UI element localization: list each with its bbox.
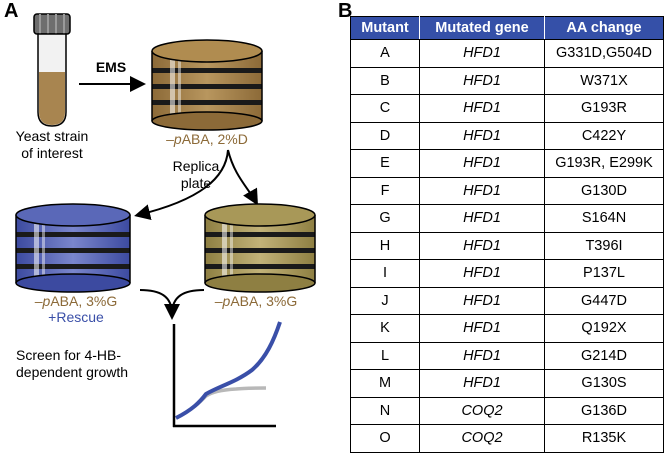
plate2-media-label: –pABA, 3%G bbox=[35, 293, 118, 309]
mutant-cell: L bbox=[350, 341, 420, 370]
gene-cell: HFD1 bbox=[419, 341, 545, 370]
aa-change-cell: G214D bbox=[544, 341, 664, 370]
replica-label-line2: plate bbox=[181, 175, 212, 191]
gene-cell: HFD1 bbox=[419, 286, 545, 315]
test-tube-icon bbox=[33, 13, 71, 127]
aa-change-cell: G331D,G504D bbox=[544, 39, 664, 68]
plate2-rescue-label: +Rescue bbox=[48, 309, 104, 325]
aa-change-cell: S164N bbox=[544, 204, 664, 233]
mutant-cell: B bbox=[350, 66, 420, 95]
gene-cell: HFD1 bbox=[419, 176, 545, 205]
aa-change-cell: Q192X bbox=[544, 314, 664, 343]
mutant-cell: A bbox=[350, 39, 420, 68]
replica-arrow-left bbox=[134, 149, 229, 220]
aa-change-cell: C422Y bbox=[544, 121, 664, 150]
mutant-cell: N bbox=[350, 396, 420, 425]
aa-change-cell: W371X bbox=[544, 66, 664, 95]
mutant-cell: M bbox=[350, 369, 420, 398]
gene-cell: HFD1 bbox=[419, 66, 545, 95]
mutant-cell: J bbox=[350, 286, 420, 315]
mutant-cell: F bbox=[350, 176, 420, 205]
screen-label-line2: dependent growth bbox=[16, 364, 128, 380]
mutant-cell: H bbox=[350, 231, 420, 260]
strain-label-line1: Yeast strain bbox=[16, 128, 89, 144]
strain-label-line2: of interest bbox=[21, 145, 83, 161]
aa-change-cell: G130S bbox=[544, 369, 664, 398]
table-header-row: Mutant Mutated gene AA change bbox=[350, 16, 664, 40]
panel-a-label: A bbox=[4, 0, 19, 22]
plate1-media-label: –pABA, 2%D bbox=[166, 131, 248, 147]
workflow-diagram: Yeast strain of interest EMS –pABA, 2%D … bbox=[15, 13, 316, 428]
mutant-cell: G bbox=[350, 204, 420, 233]
gene-cell: HFD1 bbox=[419, 121, 545, 150]
mutagenesis-plate-icon bbox=[151, 39, 263, 131]
growth-curve-icon bbox=[172, 321, 282, 428]
mutant-cell: E bbox=[350, 149, 420, 178]
merge-arrow-right bbox=[171, 289, 205, 315]
mutant-cell: D bbox=[350, 121, 420, 150]
aa-change-cell: G447D bbox=[544, 286, 664, 315]
aa-change-cell: T396I bbox=[544, 231, 664, 260]
aa-change-cell: G193R bbox=[544, 94, 664, 123]
mutant-cell: C bbox=[350, 94, 420, 123]
gene-cell: COQ2 bbox=[419, 396, 545, 425]
ems-label: EMS bbox=[96, 59, 126, 75]
header-aa-change: AA change bbox=[544, 16, 664, 40]
gene-cell: HFD1 bbox=[419, 259, 545, 288]
aa-change-cell: G136D bbox=[544, 396, 664, 425]
panel-b-label: B bbox=[338, 0, 353, 22]
gene-cell: HFD1 bbox=[419, 204, 545, 233]
gene-cell: HFD1 bbox=[419, 231, 545, 260]
gene-cell: HFD1 bbox=[419, 149, 545, 178]
screen-label-line1: Screen for 4-HB- bbox=[16, 347, 121, 363]
gene-cell: HFD1 bbox=[419, 314, 545, 343]
header-mutant: Mutant bbox=[350, 16, 420, 40]
rescue-plate-icon bbox=[15, 203, 131, 293]
mutant-cell: K bbox=[350, 314, 420, 343]
merge-arrow-left bbox=[139, 289, 173, 315]
aa-change-cell: G130D bbox=[544, 176, 664, 205]
gene-cell: HFD1 bbox=[419, 94, 545, 123]
aa-change-cell: P137L bbox=[544, 259, 664, 288]
plate3-media-label: –pABA, 3%G bbox=[215, 293, 298, 309]
replica-arrow-right bbox=[227, 149, 258, 206]
gene-cell: HFD1 bbox=[419, 369, 545, 398]
aa-change-cell: G193R, E299K bbox=[544, 149, 664, 178]
header-mutated-gene: Mutated gene bbox=[419, 16, 545, 40]
replica-label-line1: Replica bbox=[173, 158, 220, 174]
selection-plate-icon bbox=[204, 203, 316, 293]
mutant-cell: I bbox=[350, 259, 420, 288]
gene-cell: HFD1 bbox=[419, 39, 545, 68]
